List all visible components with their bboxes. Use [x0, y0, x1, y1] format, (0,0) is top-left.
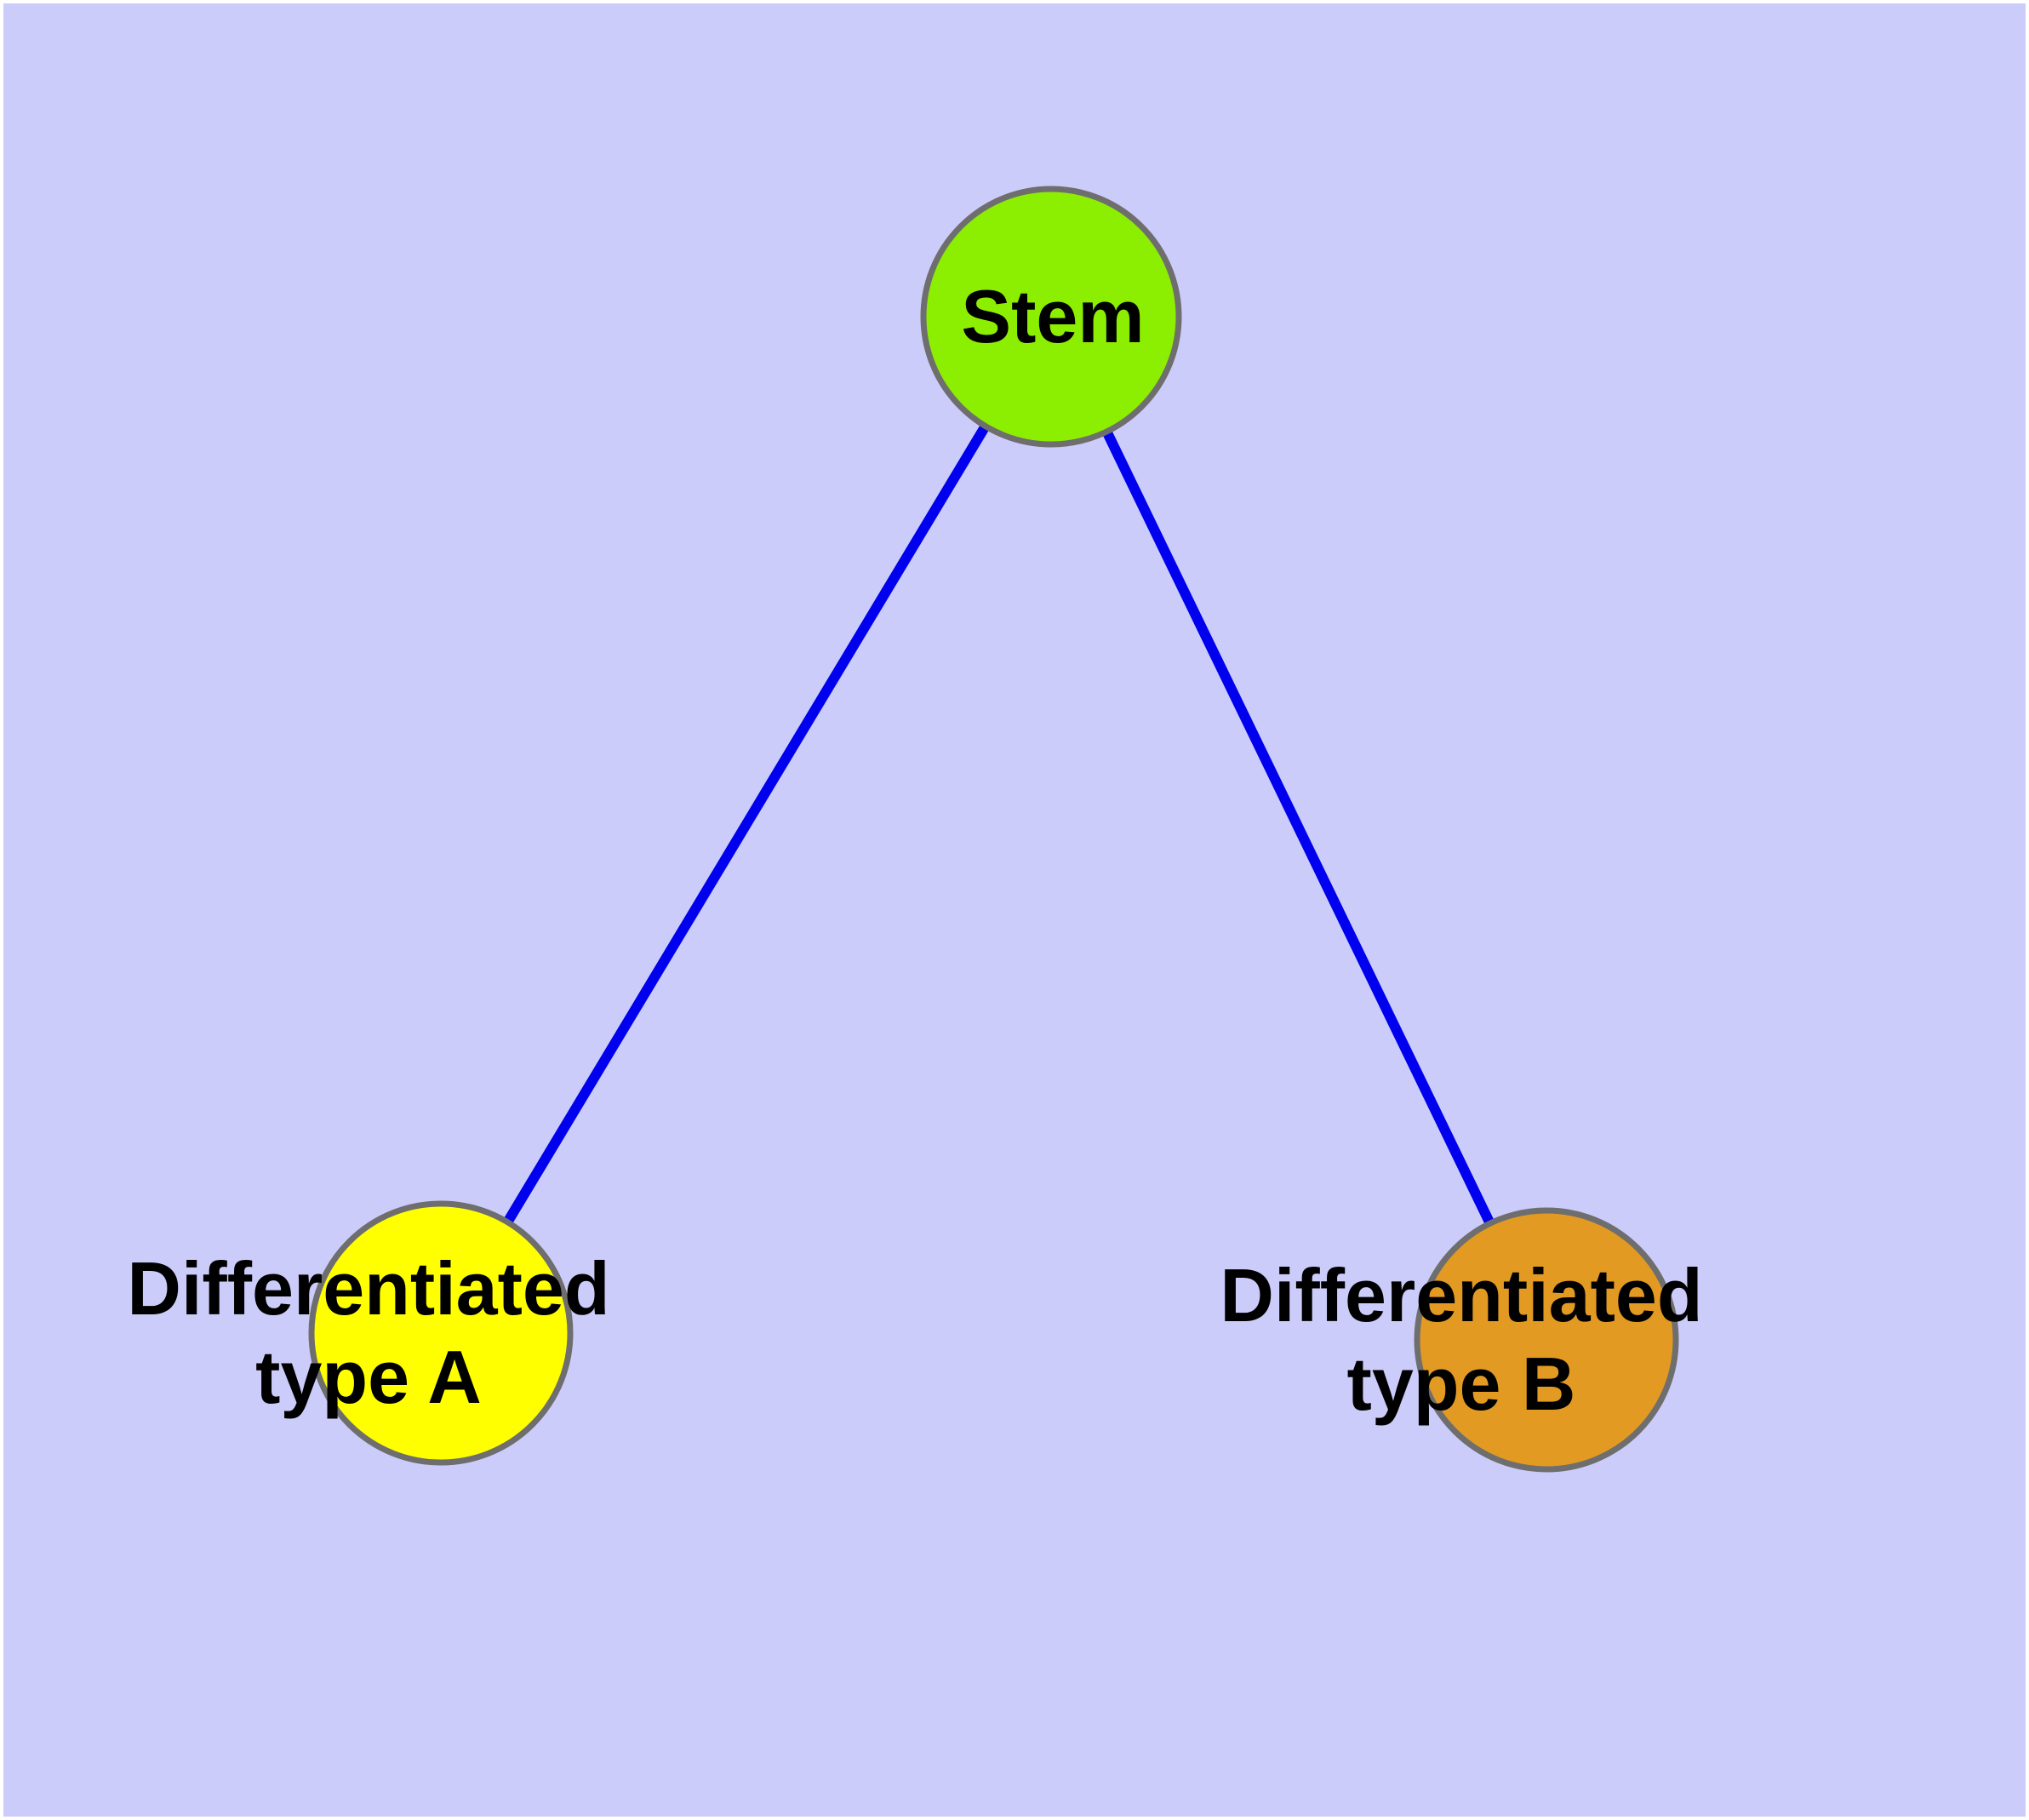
nodes-layer: [308, 186, 1679, 1473]
node-label-line: Stem: [961, 274, 1144, 358]
node-label-line: type A: [255, 1335, 482, 1419]
node-diff_a[interactable]: [308, 1200, 574, 1466]
node-stem[interactable]: [920, 186, 1182, 448]
node-label-line: Differentiated: [1220, 1253, 1702, 1337]
node-diff_b[interactable]: [1414, 1207, 1679, 1473]
edge-stem-diff-b: [1101, 429, 1495, 1226]
node-label-line: Differentiated: [127, 1246, 609, 1331]
edge-stem-diff-a: [503, 423, 990, 1225]
node-label-line: type B: [1347, 1342, 1576, 1426]
node-label-stem: Stem: [961, 274, 1144, 358]
edges-layer: [503, 423, 1495, 1226]
